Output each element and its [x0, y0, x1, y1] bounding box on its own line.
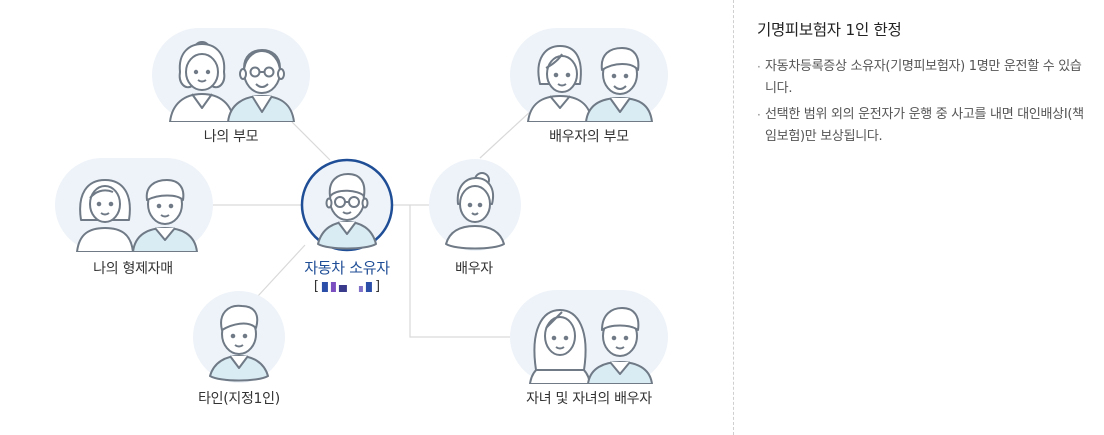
children-illustration	[510, 290, 668, 384]
masked-pixel	[322, 281, 328, 292]
label-spouse: 배우자	[455, 261, 493, 277]
masked-close-bracket: ]	[375, 279, 381, 294]
label-owner: 자동차 소유자	[304, 259, 390, 277]
spouse-illustration	[429, 159, 521, 251]
line-spouse-to-spouse-parents	[479, 109, 533, 159]
spouse-woman-icon	[445, 172, 505, 250]
label-other-designated: 타인(지정1인)	[198, 391, 280, 407]
label-my-siblings: 나의 형제자매	[93, 261, 173, 277]
vertical-divider	[733, 0, 734, 435]
node-my-parents	[152, 28, 310, 122]
line-owner-to-other	[257, 244, 306, 297]
node-spouse-parents	[510, 28, 668, 122]
boy-icon	[209, 304, 269, 382]
young-man-icon	[587, 307, 653, 384]
connector-lines	[212, 109, 533, 338]
spouse-parents-illustration	[510, 28, 668, 122]
masked-pixel	[339, 284, 347, 292]
node-owner	[300, 158, 394, 252]
line-owner-to-children	[409, 205, 512, 338]
node-other-designated	[192, 290, 286, 384]
grandfather-icon	[585, 47, 653, 122]
bullet-dot-icon: ·	[757, 108, 761, 122]
label-children-and-spouses: 자녀 및 자녀의 배우자	[526, 391, 652, 407]
driver-scope-diagram: 나의 부모 나의 형제자매	[55, 28, 668, 407]
woman-icon	[76, 179, 134, 252]
other-illustration	[193, 291, 285, 383]
masked-open-bracket: [	[313, 279, 319, 294]
owner-man-glasses-icon	[317, 173, 377, 250]
long-hair-woman-icon	[529, 309, 591, 384]
label-my-parents: 나의 부모	[203, 129, 259, 145]
owner-illustration	[300, 158, 394, 252]
node-children-and-spouses	[510, 290, 668, 384]
node-spouse	[428, 158, 522, 252]
note-text: 선택한 범위 외의 운전자가 운행 중 사고를 내면 대인배상I(책임보험)만 …	[765, 107, 1084, 144]
note-text: 자동차등록증상 소유자(기명피보험자) 1명만 운전할 수 있습니다.	[765, 59, 1082, 96]
owner-masked-name: [ ]	[314, 279, 380, 294]
man-icon	[132, 179, 198, 252]
note-item: · 선택한 범위 외의 운전자가 운행 중 사고를 내면 대인배상I(책임보험)…	[757, 104, 1087, 148]
masked-pixel	[359, 285, 363, 292]
line-owner-to-my-parents	[291, 121, 331, 161]
note-item: · 자동차등록증상 소유자(기명피보험자) 1명만 운전할 수 있습니다.	[757, 56, 1087, 100]
info-panel: 기명피보험자 1인 한정 · 자동차등록증상 소유자(기명피보험자) 1명만 운…	[757, 18, 1087, 152]
panel-title: 기명피보험자 1인 한정	[757, 21, 902, 39]
grandfather-icon	[227, 49, 295, 122]
node-my-siblings	[55, 158, 213, 252]
masked-pixel	[366, 281, 372, 292]
bullet-dot-icon: ·	[757, 60, 761, 74]
my-parents-illustration	[152, 28, 310, 122]
masked-pixel	[331, 281, 336, 292]
label-spouse-parents: 배우자의 부모	[549, 129, 629, 145]
my-siblings-illustration	[55, 158, 213, 252]
